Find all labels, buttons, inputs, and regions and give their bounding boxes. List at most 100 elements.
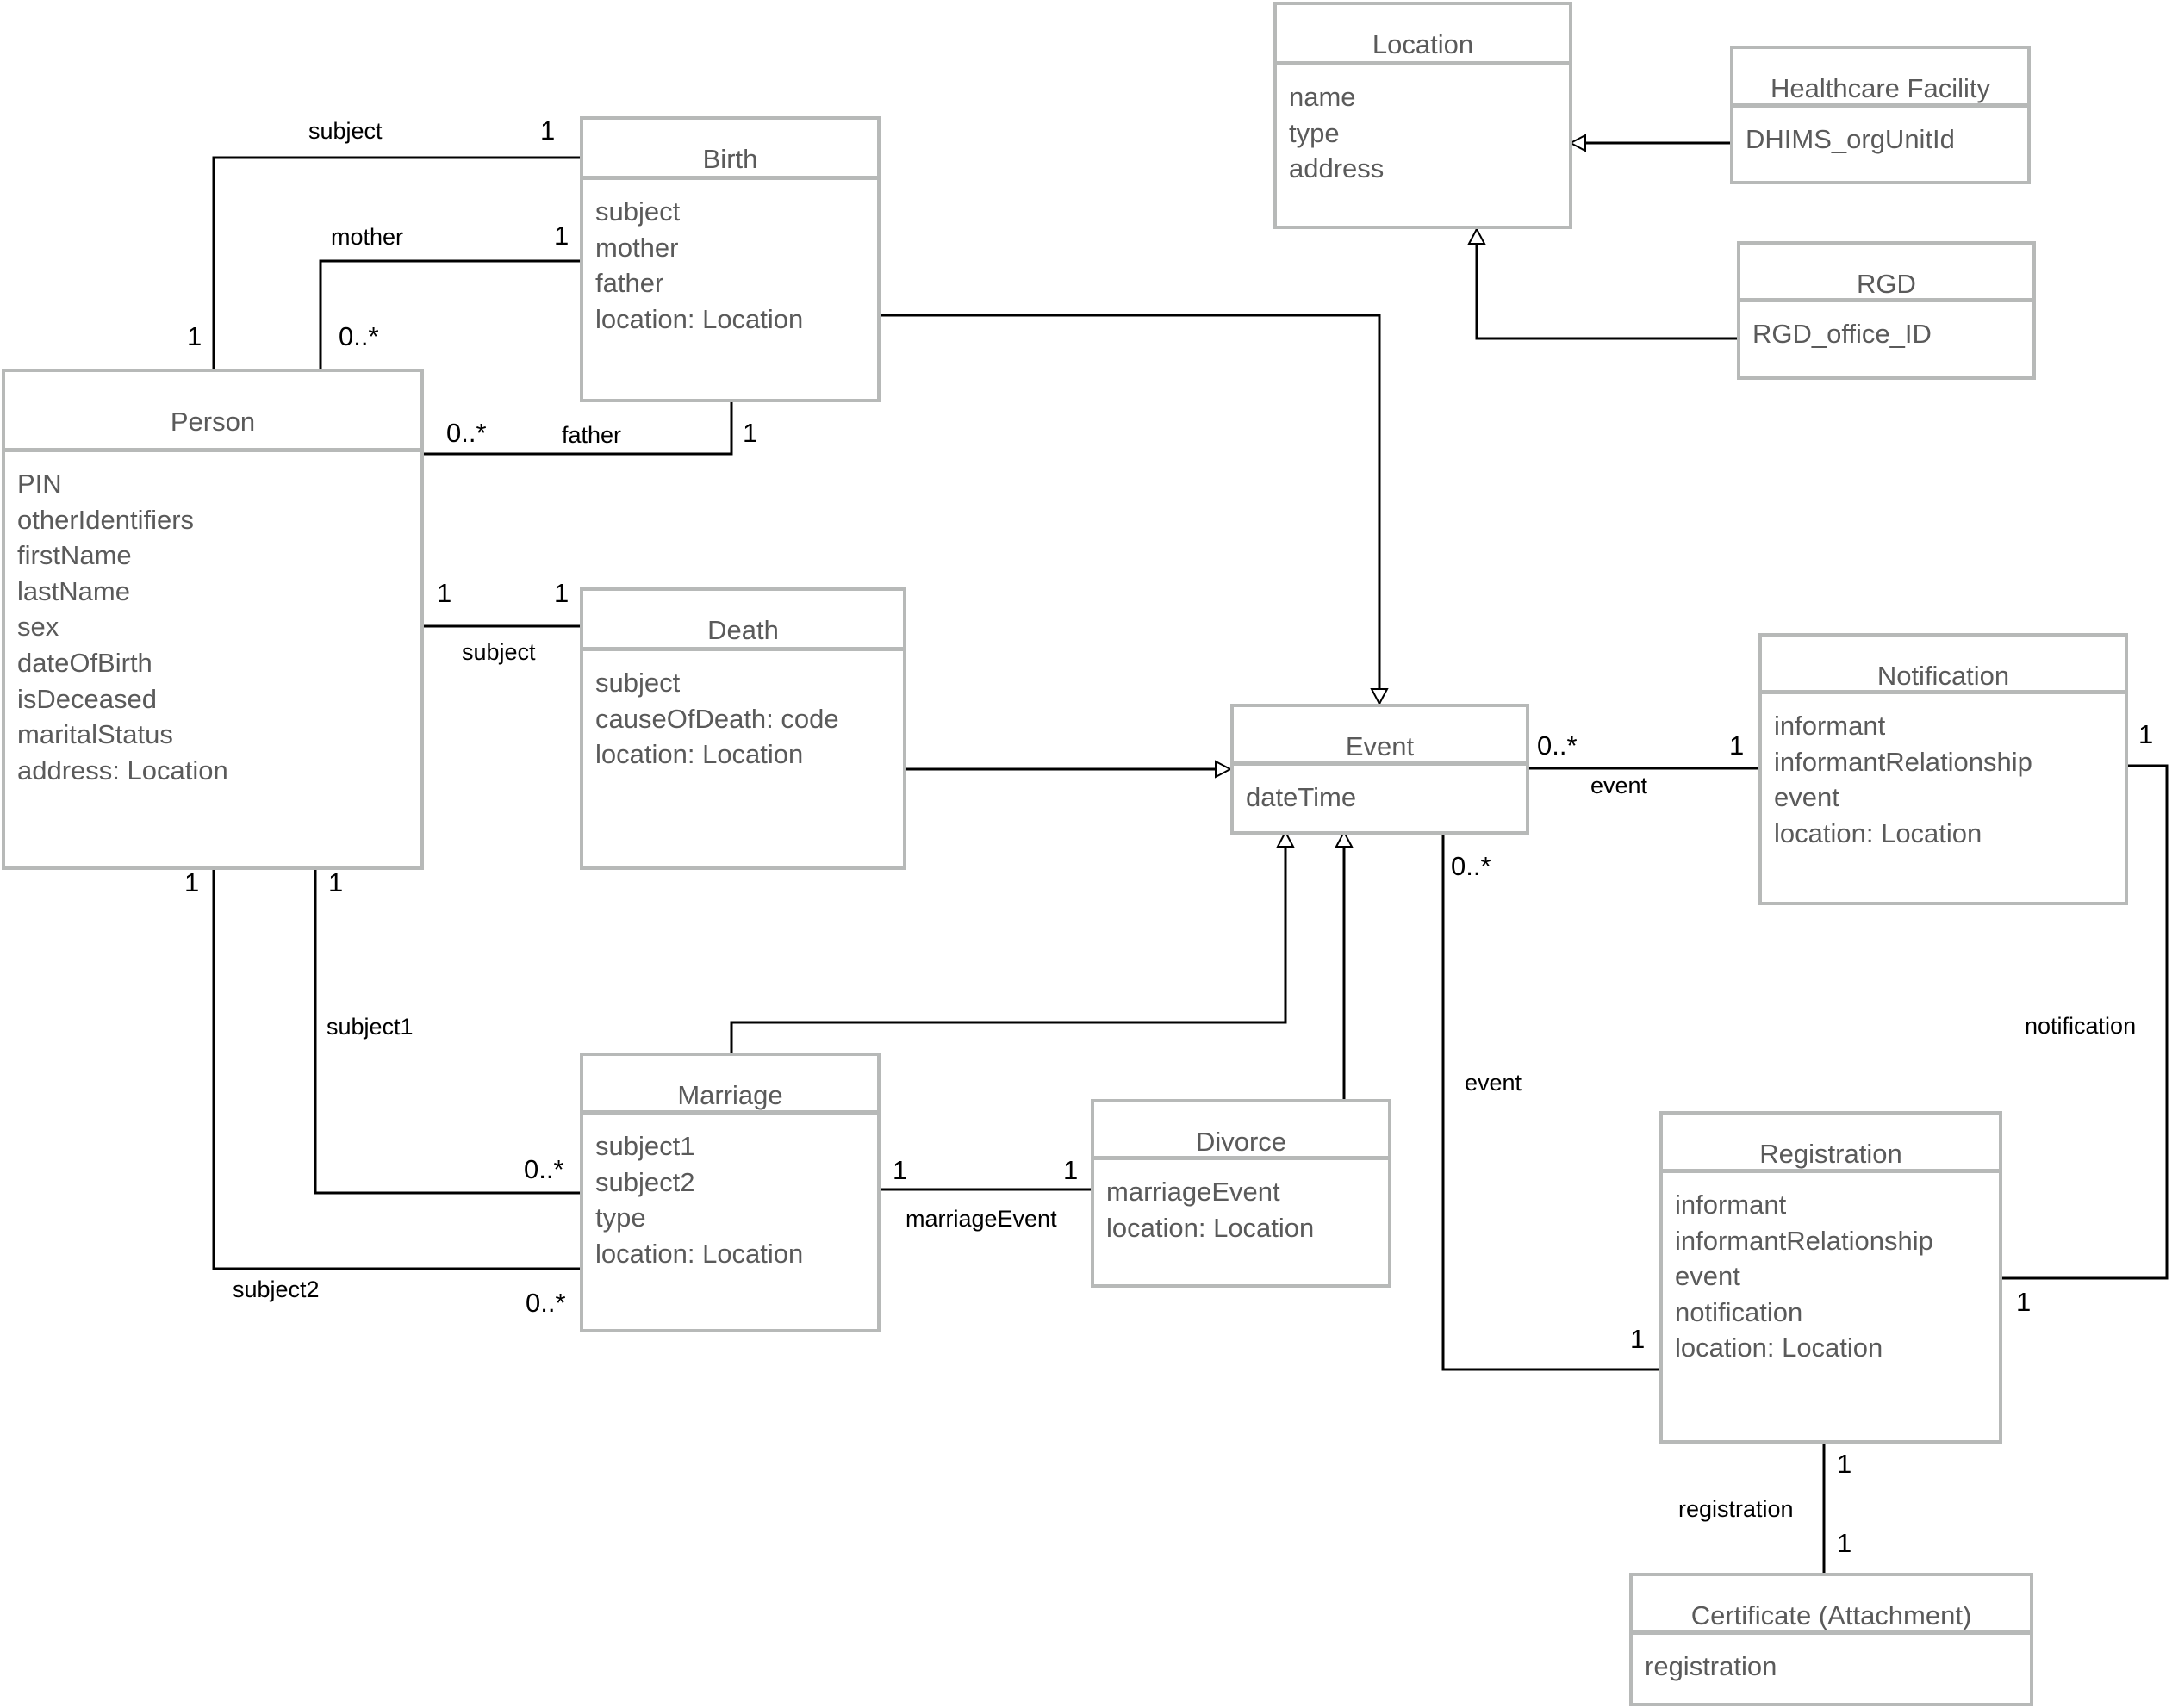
mult-certificate-registration: 1: [1837, 1449, 1852, 1479]
class-marriage-attr: subject2: [595, 1166, 695, 1197]
class-marriage-attr: subject1: [595, 1131, 695, 1161]
role-label-notification-event: event: [1590, 773, 1648, 798]
class-person-name: Person: [5, 372, 420, 452]
class-person-attr: maritalStatus: [17, 719, 173, 750]
class-event-attr: dateTime: [1246, 782, 1357, 812]
generalization-birth-event: [881, 314, 1389, 706]
class-location-attributes: name type address: [1277, 65, 1569, 189]
class-divorce-attr: location: Location: [1106, 1212, 1315, 1243]
class-healthcare-facility-attr: DHIMS_orgUnitId: [1746, 124, 1955, 154]
class-death-attr: location: Location: [595, 739, 804, 770]
class-event: Event dateTime: [1230, 704, 1529, 835]
mult-marriage-divorce-divorce: 1: [1063, 1155, 1079, 1185]
class-marriage: Marriage subject1 subject2 type location…: [580, 1053, 881, 1332]
mult-death-death: 1: [554, 578, 569, 608]
class-certificate-attributes: registration: [1633, 1635, 2030, 1686]
class-marriage-name: Marriage: [583, 1056, 877, 1115]
class-location-name: Location: [1277, 5, 1569, 65]
class-notification-attr: informant: [1774, 711, 1886, 741]
role-label-registration-event: event: [1465, 1070, 1522, 1096]
role-label-marriage-subject1: subject1: [327, 1014, 414, 1040]
class-rgd-attr: RGD_office_ID: [1752, 319, 1932, 349]
mult-notification-event: 0..*: [1537, 730, 1578, 761]
mult-birth-subject-birth: 1: [540, 115, 556, 146]
class-marriage-attr: location: Location: [595, 1238, 804, 1269]
class-person-attr: firstName: [17, 540, 132, 571]
class-registration-name: Registration: [1663, 1115, 1999, 1173]
role-label-notification: notification: [2025, 1013, 2137, 1039]
assoc-line-event-registration: [1441, 835, 1659, 1371]
mult-birth-subject-person: 1: [187, 321, 202, 351]
class-person-attr: isDeceased: [17, 683, 157, 714]
role-label-registration: registration: [1678, 1496, 1794, 1522]
class-certificate: Certificate (Attachment) registration: [1629, 1573, 2033, 1706]
class-person-attr: PIN: [17, 469, 62, 499]
mult-notification-notification: 1: [1729, 730, 1745, 761]
class-registration-attr: informantRelationship: [1675, 1225, 1933, 1256]
class-birth-attr: mother: [595, 232, 679, 263]
class-person-attr: otherIdentifiers: [17, 504, 195, 535]
mult-subject1-marriage: 0..*: [524, 1154, 564, 1184]
mult-registration-registration: 1: [1630, 1324, 1646, 1354]
class-death-attr: causeOfDeath: code: [595, 703, 839, 734]
class-location: Location name type address: [1273, 2, 1572, 229]
class-birth-attr: location: Location: [595, 303, 804, 334]
class-location-attr: type: [1289, 117, 1340, 148]
class-person-attr: sex: [17, 612, 59, 643]
class-healthcare-facility-name: Healthcare Facility: [1733, 49, 2027, 108]
class-location-attr: address: [1289, 153, 1385, 184]
class-death-name: Death: [583, 591, 903, 651]
mult-subject2-marriage: 0..*: [526, 1288, 566, 1318]
class-marriage-attributes: subject1 subject2 type location: Locatio…: [583, 1115, 877, 1273]
mult-birth-father-person: 0..*: [446, 418, 487, 448]
assoc-line-marriage-subject1: [314, 870, 580, 1195]
class-notification: Notification informant informantRelation…: [1758, 633, 2128, 905]
class-registration-attr: location: Location: [1675, 1332, 1883, 1363]
class-rgd: RGD RGD_office_ID: [1737, 241, 2036, 380]
class-person-attributes: PIN otherIdentifiers firstName lastName …: [5, 452, 420, 790]
class-birth-attr: father: [595, 268, 664, 299]
class-registration-attributes: informant informantRelationship event no…: [1663, 1173, 1999, 1368]
class-person-attr: address: Location: [17, 755, 228, 786]
mult-subject1-person: 1: [328, 867, 344, 897]
class-notification-attr: informantRelationship: [1774, 746, 2032, 777]
assoc-line-notification-registration: [2002, 764, 2169, 1280]
class-registration-attr: informant: [1675, 1189, 1787, 1220]
class-divorce-name: Divorce: [1094, 1102, 1388, 1160]
assoc-line-birth-father: [424, 402, 733, 456]
mult-certificate-certificate: 1: [1837, 1528, 1852, 1558]
class-person-attr: lastName: [17, 575, 130, 606]
assoc-line-birth-subject: [212, 156, 580, 369]
mult-birth-mother-birth: 1: [554, 220, 569, 251]
class-event-attributes: dateTime: [1234, 766, 1526, 817]
class-person: Person PIN otherIdentifiers firstName la…: [2, 369, 424, 870]
mult-birth-father-birth: 1: [743, 418, 758, 448]
assoc-line-marriage-subject2: [212, 870, 580, 1270]
role-label-marriage-subject2: subject2: [233, 1276, 320, 1302]
assoc-line-birth-mother: [319, 259, 580, 369]
class-divorce-attr: marriageEvent: [1106, 1177, 1280, 1207]
generalization-marriage-event: [730, 829, 1295, 1053]
class-death-attr: subject: [595, 668, 681, 698]
mult-notification-reg-registration: 1: [2016, 1287, 2032, 1317]
class-event-name: Event: [1234, 707, 1526, 766]
class-healthcare-facility: Healthcare Facility DHIMS_orgUnitId: [1730, 46, 2031, 184]
mult-notification-reg-notification: 1: [2138, 719, 2154, 749]
class-divorce-attributes: marriageEvent location: Location: [1094, 1160, 1388, 1247]
class-registration-attr: notification: [1675, 1296, 1803, 1327]
class-death: Death subject causeOfDeath: code locatio…: [580, 587, 906, 870]
class-birth-name: Birth: [583, 120, 877, 180]
role-label-birth-mother: mother: [331, 224, 404, 250]
class-certificate-attr: registration: [1645, 1651, 1777, 1681]
class-marriage-attr: type: [595, 1202, 646, 1233]
mult-registration-event: 0..*: [1451, 851, 1491, 881]
mult-subject2-person: 1: [184, 867, 200, 897]
class-notification-attr: event: [1774, 782, 1839, 813]
class-registration-attr: event: [1675, 1261, 1740, 1292]
class-healthcare-facility-attributes: DHIMS_orgUnitId: [1733, 108, 2027, 159]
class-notification-attributes: informant informantRelationship event lo…: [1762, 694, 2125, 853]
mult-marriage-divorce-marriage: 1: [893, 1155, 908, 1185]
role-label-birth-subject: subject: [308, 118, 383, 144]
